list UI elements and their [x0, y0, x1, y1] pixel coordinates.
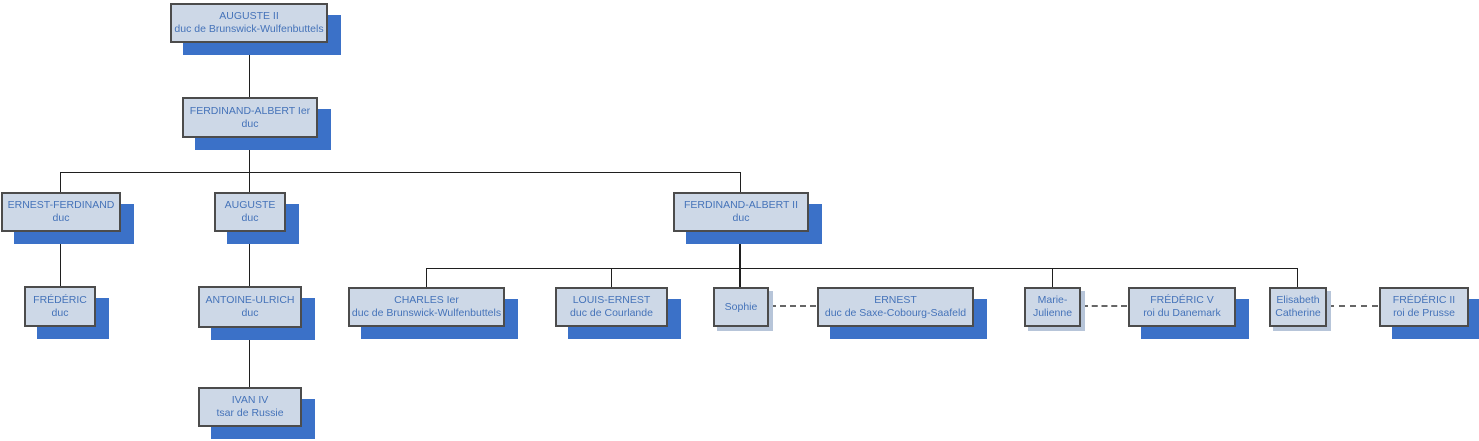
person-name: FRÉDÉRIC [33, 293, 87, 306]
person-name: LOUIS-ERNEST [572, 294, 651, 306]
node-ferdinand-albert-ier[interactable]: FERDINAND-ALBERT Ier duc [182, 97, 331, 150]
node-frederic[interactable]: FRÉDÉRIC duc [24, 286, 109, 339]
person-title: duc [241, 307, 259, 319]
connector-line [60, 172, 61, 192]
connector-line [611, 268, 612, 287]
node-charles-ier[interactable]: CHARLES Ier duc de Brunswick-Wulfenbutte… [348, 287, 518, 339]
person-name: ERNEST-FERDINAND [7, 199, 115, 211]
person-title: duc de Brunswick-Wulfenbuttels [174, 23, 324, 35]
person-name: FRÉDÉRIC V [1150, 294, 1214, 306]
person-name: IVAN IV [231, 394, 269, 406]
connector-line [1297, 268, 1298, 287]
person-title: duc [241, 212, 259, 224]
marriage-dash-line [1328, 305, 1378, 307]
person-name: ANTOINE-ULRICH [205, 294, 295, 306]
person-title: roi de Prusse [1393, 307, 1455, 319]
connector-line [249, 172, 250, 192]
node-frederic-v[interactable]: FRÉDÉRIC V roi du Danemark [1128, 287, 1249, 339]
node-ernest[interactable]: ERNEST duc de Saxe-Cobourg-Saafeld [817, 287, 987, 339]
person-title: duc [732, 212, 750, 224]
node-marie-julienne[interactable]: Marie-Julienne [1024, 287, 1085, 331]
person-name: AUGUSTE II [219, 10, 279, 22]
node-ernest-ferdinand[interactable]: ERNEST-FERDINAND duc [1, 192, 134, 244]
node-ferdinand-albert-ii[interactable]: FERDINAND-ALBERT II duc [673, 192, 822, 244]
connector-line [426, 268, 1298, 269]
connector-line [426, 268, 427, 287]
person-name: FERDINAND-ALBERT II [684, 199, 798, 211]
node-louis-ernest[interactable]: LOUIS-ERNEST duc de Courlande [555, 287, 681, 339]
marriage-dash-line [770, 305, 816, 307]
node-frederic-ii[interactable]: FRÉDÉRIC II roi de Prusse [1379, 287, 1479, 339]
node-ivan-iv[interactable]: IVAN IV tsar de Russie [198, 387, 315, 439]
node-auguste[interactable]: AUGUSTE duc [214, 192, 299, 244]
person-title: duc de Courlande [570, 307, 653, 319]
person-title: duc de Brunswick-Wulfenbuttels [351, 307, 502, 319]
node-sophie[interactable]: Sophie [713, 287, 773, 331]
person-name: FRÉDÉRIC II [1392, 294, 1456, 306]
connector-line [739, 232, 741, 287]
connector-line [249, 138, 250, 173]
person-name: AUGUSTE [224, 199, 276, 211]
node-auguste-ii[interactable]: AUGUSTE II duc de Brunswick-Wulfenbuttel… [170, 3, 341, 55]
person-name: Marie-Julienne [1032, 294, 1073, 319]
connector-line [60, 232, 61, 286]
person-title: tsar de Russie [216, 407, 284, 419]
node-elisabeth-catherine[interactable]: Elisabeth Catherine [1269, 287, 1331, 331]
person-name: ERNEST [874, 294, 917, 306]
person-title: duc [241, 117, 259, 130]
person-title: roi du Danemark [1143, 307, 1221, 319]
node-antoine-ulrich[interactable]: ANTOINE-ULRICH duc [198, 286, 315, 340]
marriage-dash-line [1082, 305, 1127, 307]
connector-line [1052, 268, 1053, 287]
person-title: duc [51, 306, 69, 319]
connector-line [60, 172, 741, 173]
person-title: duc de Saxe-Cobourg-Saafeld [824, 307, 967, 319]
person-name: Sophie [724, 300, 758, 313]
person-title: duc [52, 212, 70, 224]
connector-line [249, 328, 250, 387]
connector-line [740, 172, 741, 192]
person-name: Elisabeth Catherine [1275, 294, 1321, 319]
connector-line [249, 232, 250, 286]
person-name: FERDINAND-ALBERT Ier [189, 104, 311, 117]
person-name: CHARLES Ier [394, 294, 459, 306]
connector-line [249, 43, 250, 97]
